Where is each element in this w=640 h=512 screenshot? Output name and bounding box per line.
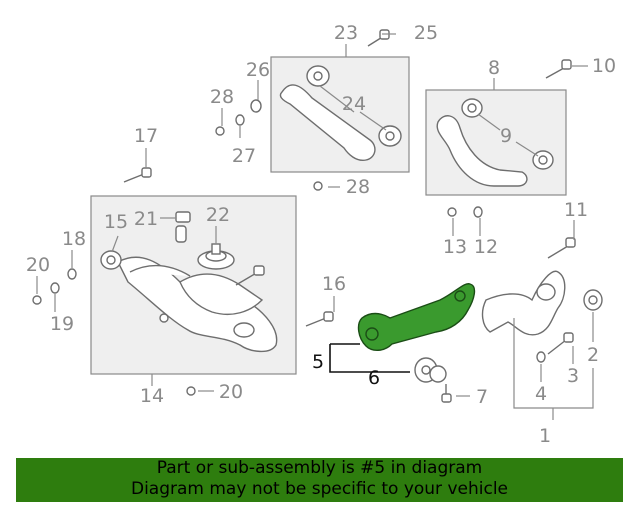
callout-14: 14	[140, 385, 164, 407]
exploded-parts-diagram: 1 2 3 4 5 6 7 8 9 10 11 12 13 14 15 16 1…	[26, 22, 616, 447]
nut-20b-part	[186, 386, 196, 396]
callout-19: 19	[50, 313, 74, 335]
callout-20-left: 20	[26, 254, 50, 276]
lateral-link-23-part	[279, 65, 402, 162]
callout-24: 24	[342, 93, 366, 115]
callout-25: 25	[414, 22, 438, 44]
bolt-25-part	[367, 29, 390, 47]
washer-4-part	[536, 351, 546, 363]
bolt-17-part	[123, 167, 152, 183]
washer-18-part	[67, 268, 77, 280]
washer-12-part	[473, 206, 483, 218]
bolt-crossmember-part	[235, 265, 265, 286]
callout-1: 1	[539, 425, 551, 447]
callout-16: 16	[322, 273, 346, 295]
callout-21: 21	[134, 208, 158, 230]
upper-arm-8-part	[436, 98, 554, 187]
bolt-7-part	[441, 384, 452, 403]
nut-13-part	[447, 207, 457, 217]
callout-8: 8	[488, 57, 500, 79]
callout-20-bottom: 20	[219, 381, 243, 403]
callout-10: 10	[592, 55, 616, 77]
callout-9: 9	[500, 125, 512, 147]
callout-13: 13	[443, 236, 467, 258]
callout-11: 11	[564, 199, 588, 221]
washer-26-part	[250, 99, 262, 113]
notice-banner: Part or sub-assembly is #5 in diagram Di…	[16, 458, 623, 502]
leader-lines	[36, 33, 594, 420]
callout-labels: 1 2 3 4 5 6 7 8 9 10 11 12 13 14 15 16 1…	[26, 22, 616, 447]
lateral-link-group-box	[270, 56, 410, 173]
nut-crossmember-part	[159, 313, 169, 323]
bolt-3-part	[547, 332, 574, 355]
callout-26: 26	[246, 59, 270, 81]
callout-7: 7	[476, 386, 488, 408]
bolt-21-part	[175, 211, 191, 243]
callout-17: 17	[134, 125, 158, 147]
callout-22: 22	[206, 204, 230, 226]
nut-28a-part	[215, 126, 225, 136]
rear-crossmember-part	[117, 256, 278, 353]
callout-28-mid: 28	[346, 176, 370, 198]
callout-15: 15	[104, 211, 128, 233]
callout-6: 6	[368, 367, 380, 389]
callout-3: 3	[567, 365, 579, 387]
trailing-arm-5-highlighted-part	[357, 283, 476, 351]
bolt-10-part	[545, 59, 572, 79]
bushing-15-part	[100, 250, 122, 270]
callout-23: 23	[334, 22, 358, 44]
callout-28-top: 28	[210, 86, 234, 108]
callout-2: 2	[587, 344, 599, 366]
washer-27-part	[235, 114, 245, 126]
notice-line-2: Diagram may not be specific to your vehi…	[130, 479, 508, 499]
callout-12: 12	[474, 236, 498, 258]
knuckle-1-part	[481, 270, 566, 336]
hub-2-part	[583, 289, 603, 311]
callout-18: 18	[62, 228, 86, 250]
mount-22-part	[197, 243, 235, 270]
callout-4: 4	[535, 383, 547, 405]
callout-5: 5	[312, 351, 324, 373]
bolt-11-part	[547, 237, 576, 259]
callout-27: 27	[232, 145, 256, 167]
notice-line-1: Part or sub-assembly is #5 in diagram	[156, 458, 483, 478]
nut-20a-part	[32, 295, 42, 305]
bolt-16-part	[305, 311, 334, 327]
washer-19-part	[50, 282, 60, 294]
bushing-6-part	[414, 357, 447, 383]
nut-28b-part	[313, 181, 323, 191]
